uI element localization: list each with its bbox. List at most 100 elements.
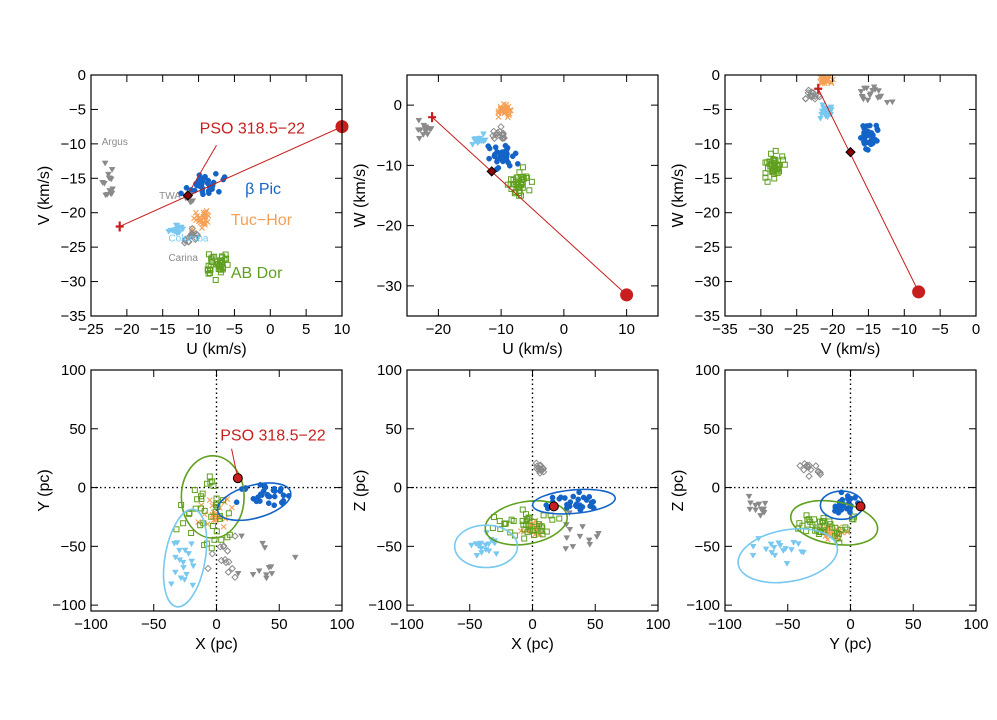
pso-label: PSO 318.5−22 [220, 428, 326, 445]
abdor-point [191, 486, 198, 493]
plot-area [725, 370, 976, 611]
argus-point [746, 506, 754, 513]
y-tick-label: −25 [61, 239, 86, 256]
abdor-point [201, 507, 208, 514]
x-tick-label: −25 [784, 321, 809, 338]
abdor-point [768, 150, 775, 157]
carina-point [231, 532, 239, 540]
y-tick-label: 100 [695, 362, 720, 379]
pso-trajectory-line [817, 88, 920, 293]
y-tick-label: −10 [695, 136, 720, 153]
columba-point [783, 561, 791, 567]
y-tick-label: 100 [61, 362, 86, 379]
abdor-ellipse [180, 455, 245, 539]
y-tick-label: 0 [394, 480, 402, 497]
argus-point [104, 191, 111, 198]
betapic-point [265, 500, 272, 507]
carina-point [804, 86, 813, 94]
x-tick-label: −20 [426, 321, 451, 338]
x-axis-label: U (km/s) [502, 341, 562, 358]
argus-point [569, 544, 577, 550]
argus-point [857, 89, 865, 95]
abdor-point [219, 253, 226, 260]
x-tick-label: −10 [892, 321, 917, 338]
carina-point [805, 472, 813, 480]
abdor-point [811, 516, 818, 523]
abdor-point [515, 184, 522, 191]
columba-point [188, 541, 195, 548]
betapic-point [200, 175, 207, 181]
tuchor-label: Tuc−Hor [231, 212, 293, 229]
abdor-point [199, 490, 206, 497]
columba-point [189, 582, 197, 589]
abdor-point [216, 515, 223, 522]
columba-point [172, 226, 180, 233]
x-tick-label: −50 [141, 616, 166, 633]
columba-point [472, 138, 479, 145]
x-tick-label: −20 [114, 321, 139, 338]
abdor-point [507, 529, 514, 536]
betapic-point [860, 123, 866, 129]
abdor-point [207, 479, 214, 486]
pso-trajectory-line [431, 116, 627, 296]
columba-point [478, 550, 485, 556]
x-tick-label: 10 [618, 321, 635, 338]
columba-point [480, 131, 487, 138]
abdor-point [205, 270, 212, 277]
columba-point [788, 547, 795, 553]
argus-point [263, 575, 270, 582]
carina-point [489, 132, 497, 140]
betapic-point [580, 494, 587, 501]
abdor-point [530, 531, 537, 538]
abdor-point [209, 522, 216, 529]
columba-point [762, 546, 770, 553]
abdor-point [209, 254, 216, 261]
carina-point [228, 564, 236, 573]
x-tick-label: −50 [775, 616, 800, 633]
y-tick-label: −30 [695, 274, 720, 291]
panel-frame [724, 74, 977, 317]
betapic-point [280, 497, 287, 504]
carina-point [191, 235, 200, 244]
columba-point [168, 581, 175, 588]
argus-point [759, 509, 767, 515]
argus-point [106, 188, 114, 194]
argus-point [864, 97, 872, 104]
columba-point [473, 553, 481, 559]
columba-point [771, 552, 779, 559]
carina-point [223, 547, 232, 555]
x-tick-label: 0 [266, 321, 274, 338]
betapic-point [505, 159, 511, 166]
carina-point [500, 134, 508, 142]
y-tick-label: −100 [368, 597, 402, 614]
abdor-point [819, 519, 826, 526]
betapic-point [846, 496, 853, 503]
tuchor-point [228, 504, 235, 511]
argus-label: Argus [102, 137, 128, 148]
pso-error-cross [814, 83, 823, 94]
carina-point [497, 123, 505, 131]
tuchor-point [518, 528, 525, 535]
panel-frame [406, 74, 659, 317]
carina-point [187, 232, 196, 240]
x-tick-label: −50 [457, 616, 482, 633]
carina-point [537, 465, 546, 474]
carina-point [216, 543, 224, 551]
columba-ellipse [162, 508, 208, 608]
x-tick-label: 10 [334, 321, 351, 338]
argus-point [415, 135, 423, 142]
y-tick-label: −10 [61, 136, 86, 153]
panel-frame [90, 74, 343, 317]
abdor-point [829, 524, 836, 531]
betapic-point [271, 493, 278, 500]
x-tick-label: 50 [587, 616, 604, 633]
columba-point [828, 107, 835, 114]
columba-point [749, 552, 757, 559]
pso-position-marker [232, 473, 243, 484]
x-tick-label: 5 [302, 321, 310, 338]
columba-point [181, 577, 188, 583]
columba-point [477, 541, 484, 548]
columba-point [818, 108, 826, 115]
